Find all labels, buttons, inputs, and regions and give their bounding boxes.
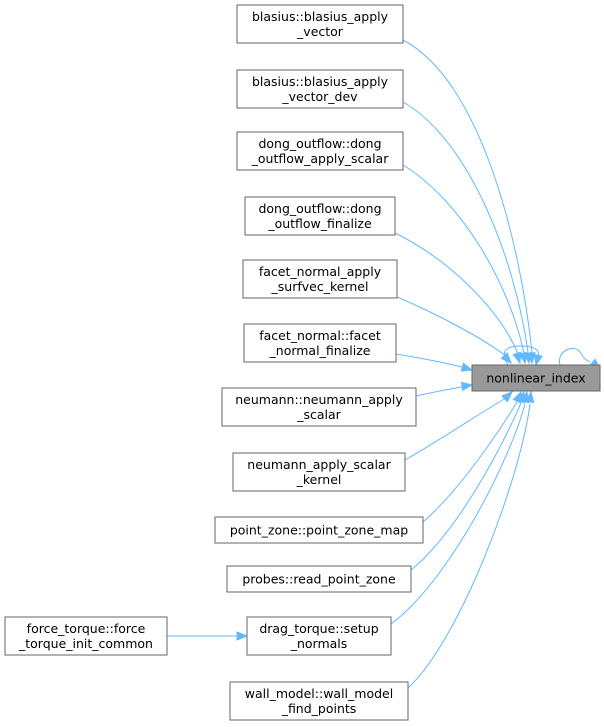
edge-n7-to-target — [415, 381, 474, 397]
edge-n13-to-n11-arrowhead — [236, 631, 249, 641]
node-wall-model-wall-model-find-points-box — [229, 681, 409, 721]
node-dong-outflow-dong-outflow-apply-scalar-label-line-1: dong_outflow::dong — [258, 136, 381, 151]
edge-n11-to-target-line — [390, 403, 526, 625]
node-probes-read-point-zone-label-line-1: probes::read_point_zone — [242, 572, 396, 587]
edge-target-self-loop-left — [503, 345, 543, 367]
edge-n6-to-target — [395, 353, 474, 372]
node-facet-normal-facet-normal-finalize-label-line-2: _normal_finalize — [269, 343, 371, 358]
edge-n2-to-target — [402, 101, 533, 365]
node-drag-torque-setup-normals-label-line-1: drag_torque::setup — [259, 621, 378, 636]
edge-n10-to-target — [410, 390, 526, 571]
edge-n8-to-target — [404, 391, 513, 461]
edge-n12-to-target-line — [407, 403, 531, 689]
edge-target-self-loop-left-arrowhead — [533, 353, 543, 367]
node-neumann-apply-scalar-kernel-label-line-2: _kernel — [296, 472, 342, 487]
node-wall-model-wall-model-find-points-label-line-2: _find_points — [281, 701, 357, 716]
node-nonlinear-index-box — [471, 364, 601, 392]
edge-n6-to-target-arrowhead — [460, 362, 474, 372]
edge-n6-to-target-line — [395, 353, 463, 368]
node-drag-torque-setup-normals-label-line-2: _normals — [290, 636, 348, 651]
node-blasius-blasius-apply-vector-box — [236, 4, 404, 44]
edge-target-self-loop-left-line — [503, 345, 540, 366]
edge-n12-to-target-arrowhead — [524, 390, 535, 404]
node-facet-normal-facet-normal-finalize-box — [243, 323, 397, 363]
node-dong-outflow-dong-outflow-apply-scalar[interactable]: dong_outflow::dong_outflow_apply_scalar — [236, 131, 404, 171]
node-neumann-apply-scalar-kernel[interactable]: neumann_apply_scalar_kernel — [232, 452, 406, 492]
node-dong-outflow-dong-outflow-apply-scalar-box — [236, 131, 404, 171]
node-dong-outflow-dong-outflow-finalize-box — [244, 196, 396, 236]
node-facet-normal-apply-surfvec-kernel-box — [242, 259, 398, 299]
node-probes-read-point-zone[interactable]: probes::read_point_zone — [226, 565, 412, 593]
node-neumann-neumann-apply-scalar-label-line-1: neumann::neumann_apply — [235, 392, 403, 407]
node-neumann-neumann-apply-scalar[interactable]: neumann::neumann_apply_scalar — [221, 387, 417, 427]
edge-n3-to-target-line — [402, 164, 525, 354]
node-blasius-blasius-apply-vector[interactable]: blasius::blasius_apply_vector — [236, 4, 404, 44]
call-graph-edges — [167, 39, 602, 689]
node-dong-outflow-dong-outflow-apply-scalar-label-line-2: _outflow_apply_scalar — [251, 151, 390, 166]
node-dong-outflow-dong-outflow-finalize-label-line-1: dong_outflow::dong — [258, 201, 381, 216]
node-force-torque-force-torque-init-common[interactable]: force_torque::force_torque_init_common — [4, 616, 168, 656]
edge-n5-to-target-line — [396, 296, 507, 357]
edge-n4-to-target — [394, 232, 522, 365]
edge-n8-to-target-arrowhead — [501, 391, 513, 403]
edge-n1-to-target — [402, 39, 536, 365]
node-blasius-blasius-apply-vector-label-line-1: blasius::blasius_apply — [252, 9, 389, 24]
node-blasius-blasius-apply-vector-label-line-2: _vector — [296, 24, 344, 39]
edge-n12-to-target — [407, 390, 535, 689]
edge-n8-to-target-line — [404, 397, 507, 461]
node-force-torque-force-torque-init-common-label-line-2: _torque_init_common — [18, 636, 153, 651]
edge-n13-to-n11 — [167, 631, 249, 641]
node-facet-normal-facet-normal-finalize-label-line-1: facet_normal::facet — [259, 328, 381, 343]
node-neumann-neumann-apply-scalar-label-line-2: _scalar — [296, 407, 341, 422]
node-point-zone-point-zone-map-box — [214, 516, 424, 544]
edge-n4-to-target-line — [394, 232, 519, 355]
node-neumann-apply-scalar-kernel-box — [232, 452, 406, 492]
edge-n7-to-target-line — [415, 386, 463, 397]
node-dong-outflow-dong-outflow-finalize[interactable]: dong_outflow::dong_outflow_finalize — [244, 196, 396, 236]
node-drag-torque-setup-normals[interactable]: drag_torque::setup_normals — [246, 616, 392, 656]
edge-n2-to-target-line — [402, 101, 529, 353]
node-neumann-apply-scalar-kernel-label-line-1: neumann_apply_scalar — [247, 457, 391, 472]
node-drag-torque-setup-normals-box — [246, 616, 392, 656]
node-facet-normal-facet-normal-finalize[interactable]: facet_normal::facet_normal_finalize — [243, 323, 397, 363]
node-blasius-blasius-apply-vector-dev-label-line-2: _vector_dev — [281, 89, 358, 104]
node-nonlinear-index-label-line-1: nonlinear_index — [486, 371, 585, 386]
node-blasius-blasius-apply-vector-dev-box — [236, 69, 404, 109]
node-wall-model-wall-model-find-points-label-line-1: wall_model::wall_model — [245, 686, 393, 701]
node-nonlinear-index[interactable]: nonlinear_index — [471, 364, 601, 392]
edge-n5-to-target — [396, 296, 512, 364]
node-facet-normal-apply-surfvec-kernel-label-line-1: facet_normal_apply — [259, 264, 382, 279]
node-dong-outflow-dong-outflow-finalize-label-line-2: _outflow_finalize — [267, 216, 372, 231]
edge-n10-to-target-line — [410, 402, 522, 571]
edge-target-self-loop-right-line — [559, 348, 591, 366]
node-wall-model-wall-model-find-points[interactable]: wall_model::wall_model_find_points — [229, 681, 409, 721]
edge-n1-to-target-line — [402, 39, 533, 353]
node-neumann-neumann-apply-scalar-box — [221, 387, 417, 427]
edge-n9-to-target — [422, 390, 522, 523]
node-probes-read-point-zone-box — [226, 565, 412, 593]
edge-n3-to-target — [402, 164, 528, 365]
node-force-torque-force-torque-init-common-label-line-1: force_torque::force — [27, 621, 146, 636]
node-facet-normal-apply-surfvec-kernel[interactable]: facet_normal_apply_surfvec_kernel — [242, 259, 398, 299]
node-point-zone-point-zone-map-label-line-1: point_zone::point_zone_map — [230, 523, 408, 538]
edge-n9-to-target-line — [422, 401, 518, 523]
edge-n7-to-target-arrowhead — [460, 381, 474, 392]
node-facet-normal-apply-surfvec-kernel-label-line-2: _surfvec_kernel — [271, 279, 369, 294]
node-point-zone-point-zone-map[interactable]: point_zone::point_zone_map — [214, 516, 424, 544]
node-blasius-blasius-apply-vector-dev-label-line-1: blasius::blasius_apply — [252, 74, 389, 89]
node-force-torque-force-torque-init-common-box — [4, 616, 168, 656]
node-blasius-blasius-apply-vector-dev[interactable]: blasius::blasius_apply_vector_dev — [236, 69, 404, 109]
edge-n4-to-target-arrowhead — [512, 351, 522, 365]
edge-n3-to-target-arrowhead — [518, 351, 528, 365]
call-graph-nodes: blasius::blasius_apply_vectorblasius::bl… — [4, 4, 601, 721]
